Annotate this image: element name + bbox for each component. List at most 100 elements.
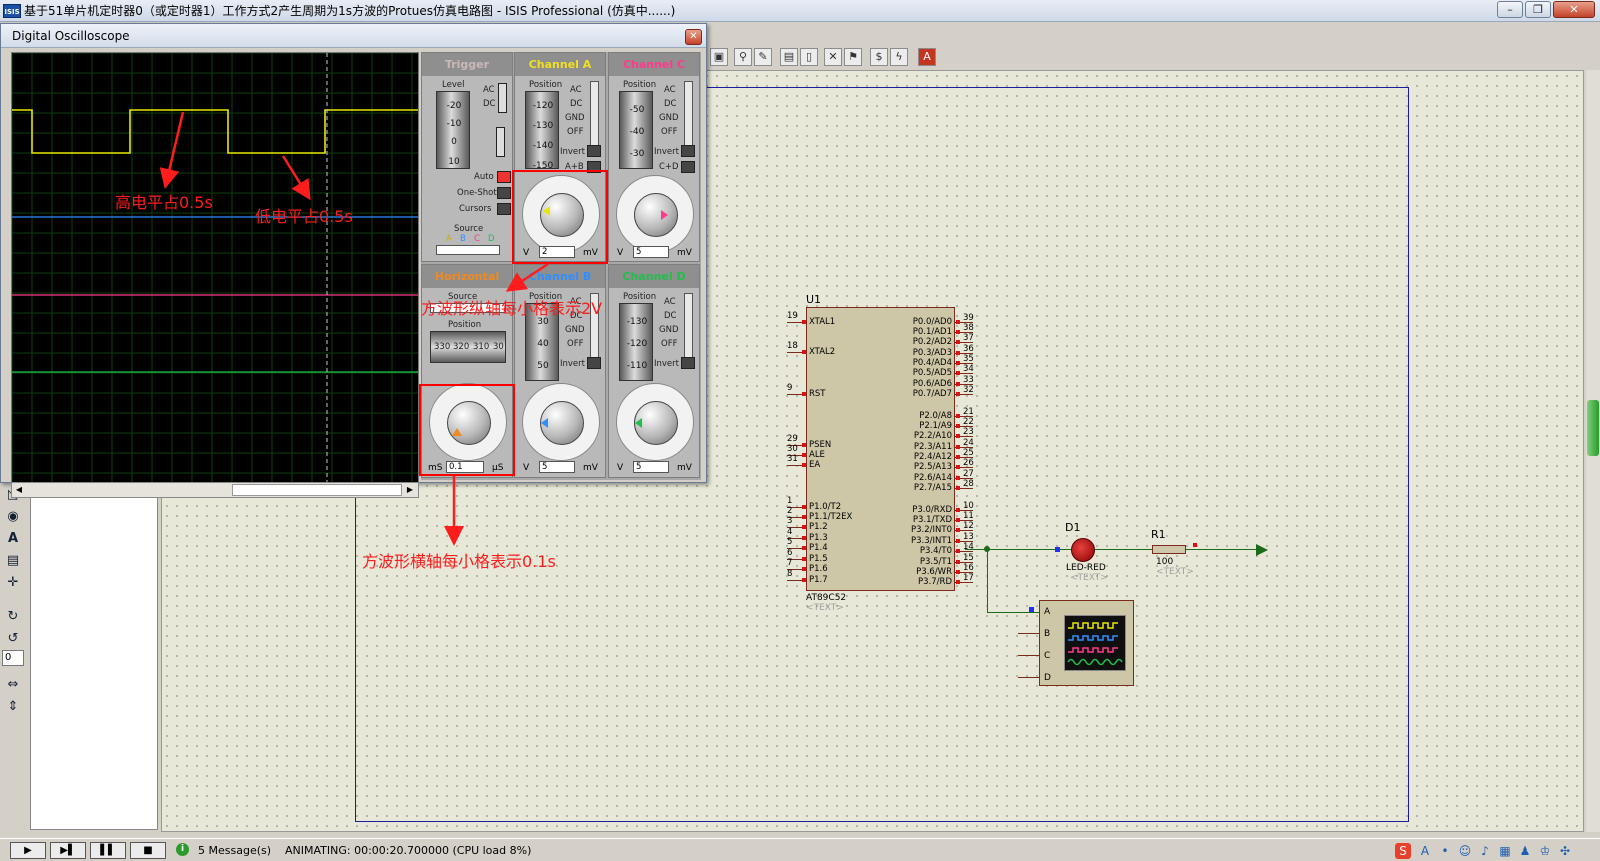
trigger-cursors-button[interactable] <box>497 203 511 215</box>
stop-button[interactable]: ■ <box>130 842 166 859</box>
channel-b-volts-field[interactable]: 5 <box>539 461 575 473</box>
trigger-oneshot-button[interactable] <box>497 187 511 199</box>
rotation-angle-field[interactable]: 0 <box>2 650 24 666</box>
channel-d-position-drum[interactable]: -130 -120 -110 <box>619 303 653 381</box>
scroll-thumb[interactable] <box>232 484 402 496</box>
horizontal-position-drum[interactable]: 330 320 310 30 <box>430 331 506 363</box>
channel-b-position-drum[interactable]: 30 40 50 <box>525 303 559 381</box>
chip-pin-line <box>955 582 973 583</box>
scroll-left-arrow[interactable]: ◀ <box>15 485 23 494</box>
channel-c-volts-field[interactable]: 5 <box>633 246 669 258</box>
keyboard-icon[interactable]: ▦ <box>1499 844 1511 858</box>
channel-d-coupling-slider[interactable] <box>684 293 693 359</box>
minimize-button[interactable]: – <box>1497 1 1523 18</box>
user-icon[interactable]: ♟ <box>1519 844 1531 858</box>
text-icon[interactable]: A <box>7 531 19 546</box>
clothes-icon[interactable]: ♔ <box>1539 844 1551 858</box>
flip-vertical-icon[interactable]: ⇕ <box>7 699 19 714</box>
play-button[interactable]: ▶ <box>10 842 46 859</box>
ares-icon[interactable]: A <box>918 48 936 66</box>
info-icon[interactable]: i <box>176 843 189 856</box>
step-button[interactable]: ▶▌ <box>50 842 86 859</box>
channel-a-dc: DC <box>570 99 583 109</box>
channel-d-volts-knob[interactable] <box>616 383 694 461</box>
trigger-oneshot-label: One-Shot <box>457 188 497 198</box>
page-icon[interactable]: ▯ <box>800 48 818 66</box>
chip-pin-label: P1.5 <box>809 554 828 564</box>
resistor-r1[interactable] <box>1152 545 1186 554</box>
vertical-scroll-thumb[interactable] <box>1587 400 1599 456</box>
channel-b-invert-button[interactable] <box>587 357 601 369</box>
channel-b-volts-knob[interactable] <box>522 383 600 461</box>
channel-d-invert-button[interactable] <box>681 357 695 369</box>
channel-a-coupling-slider[interactable] <box>590 81 599 147</box>
channel-a-volts-field[interactable]: 2 <box>539 246 575 258</box>
chip-pin-marker <box>956 580 960 584</box>
channel-c-position-label: Position <box>623 80 657 90</box>
channel-a-volts-knob[interactable] <box>522 175 600 253</box>
netlist-icon[interactable]: ▤ <box>780 48 798 66</box>
wire-scope-a[interactable] <box>987 612 1039 613</box>
channel-c-invert-button[interactable] <box>681 145 695 157</box>
punctuation-icon[interactable]: • <box>1441 844 1449 858</box>
emoji-icon[interactable]: ☺ <box>1458 844 1472 858</box>
channel-c-combo-button[interactable] <box>681 161 695 173</box>
wire-to-scope[interactable] <box>987 549 988 613</box>
trigger-auto-button[interactable] <box>497 171 511 183</box>
horizontal-time-knob[interactable] <box>429 383 507 461</box>
chip-pin-marker <box>956 424 960 428</box>
oscilloscope-horizontal-scrollbar[interactable]: ◀ ▶ <box>11 482 419 498</box>
chip-pin-marker <box>956 361 960 365</box>
delete-sheet-icon[interactable]: ✕ <box>824 48 842 66</box>
chip-pin-number: 15 <box>963 553 974 563</box>
sogou-input-icon[interactable]: S <box>1395 843 1411 859</box>
maximize-button[interactable]: ❐ <box>1525 1 1551 18</box>
scroll-right-arrow[interactable]: ▶ <box>406 485 414 494</box>
design-explorer-icon[interactable]: ⚑ <box>844 48 862 66</box>
channel-a-position-drum[interactable]: -120 -130 -140 -150 <box>525 91 559 171</box>
settings-icon[interactable]: ✣ <box>1559 844 1571 858</box>
oscilloscope-close-button[interactable]: ✕ <box>685 29 702 45</box>
wire-p37-output[interactable] <box>965 549 1265 550</box>
trigger-coupling-switch[interactable] <box>498 83 507 113</box>
trigger-source-slider[interactable] <box>436 245 500 255</box>
trigger-edge-switch[interactable] <box>496 127 505 157</box>
chip-pin-line <box>955 363 973 364</box>
terminal-arrow[interactable] <box>1256 544 1268 556</box>
horizontal-section: Horizontal Source Position 330 320 310 3… <box>421 264 513 478</box>
channel-c-coupling-slider[interactable] <box>684 81 693 147</box>
close-button[interactable]: ✕ <box>1553 1 1595 18</box>
trigger-level-drum[interactable]: -20 -10 0 10 <box>436 91 470 169</box>
rotate-clockwise-icon[interactable]: ↻ <box>7 609 19 624</box>
horizontal-source-slider[interactable] <box>430 303 506 313</box>
bill-of-materials-icon[interactable]: $ <box>870 48 888 66</box>
virtual-instrument-icon[interactable]: ◉ <box>7 509 19 524</box>
microphone-icon[interactable]: ♪ <box>1481 844 1489 858</box>
script-icon[interactable]: ▤ <box>6 553 20 568</box>
find-icon[interactable]: ⚲ <box>734 48 752 66</box>
channel-c-position-drum[interactable]: -50 -40 -30 <box>619 91 653 169</box>
led-red[interactable] <box>1071 538 1095 562</box>
electrical-rule-check-icon[interactable]: ϟ <box>890 48 908 66</box>
messages-count[interactable]: 5 Message(s) <box>198 844 272 857</box>
vertical-scrollbar[interactable] <box>1586 70 1600 832</box>
tools-icon[interactable]: ✎ <box>754 48 772 66</box>
trigger-source-label: Source <box>454 224 484 234</box>
zoom-area-icon[interactable]: ▣ <box>710 48 728 66</box>
object-selector-list[interactable] <box>30 478 158 830</box>
oscilloscope-title-bar[interactable]: Digital Oscilloscope ✕ <box>1 24 706 48</box>
channel-c-volts-knob[interactable] <box>616 175 694 253</box>
digital-oscilloscope-window[interactable]: Digital Oscilloscope ✕ ◀ ▶ Trigger Level… <box>0 23 707 498</box>
language-icon[interactable]: A <box>1420 844 1430 858</box>
marker-icon[interactable]: ✛ <box>7 575 19 590</box>
pause-button[interactable]: ▌▌ <box>90 842 126 859</box>
chip-at89c52[interactable] <box>806 307 955 591</box>
oscilloscope-instrument[interactable] <box>1039 600 1134 686</box>
channel-d-volts-field[interactable]: 5 <box>633 461 669 473</box>
rotate-anticlockwise-icon[interactable]: ↺ <box>7 631 19 646</box>
horizontal-time-field[interactable]: 0.1 <box>446 461 484 473</box>
chip-pin-label: P3.6/WR <box>916 567 952 577</box>
channel-a-invert-button[interactable] <box>587 145 601 157</box>
flip-horizontal-icon[interactable]: ⇔ <box>7 677 19 692</box>
channel-a-combo-button[interactable] <box>587 161 601 173</box>
